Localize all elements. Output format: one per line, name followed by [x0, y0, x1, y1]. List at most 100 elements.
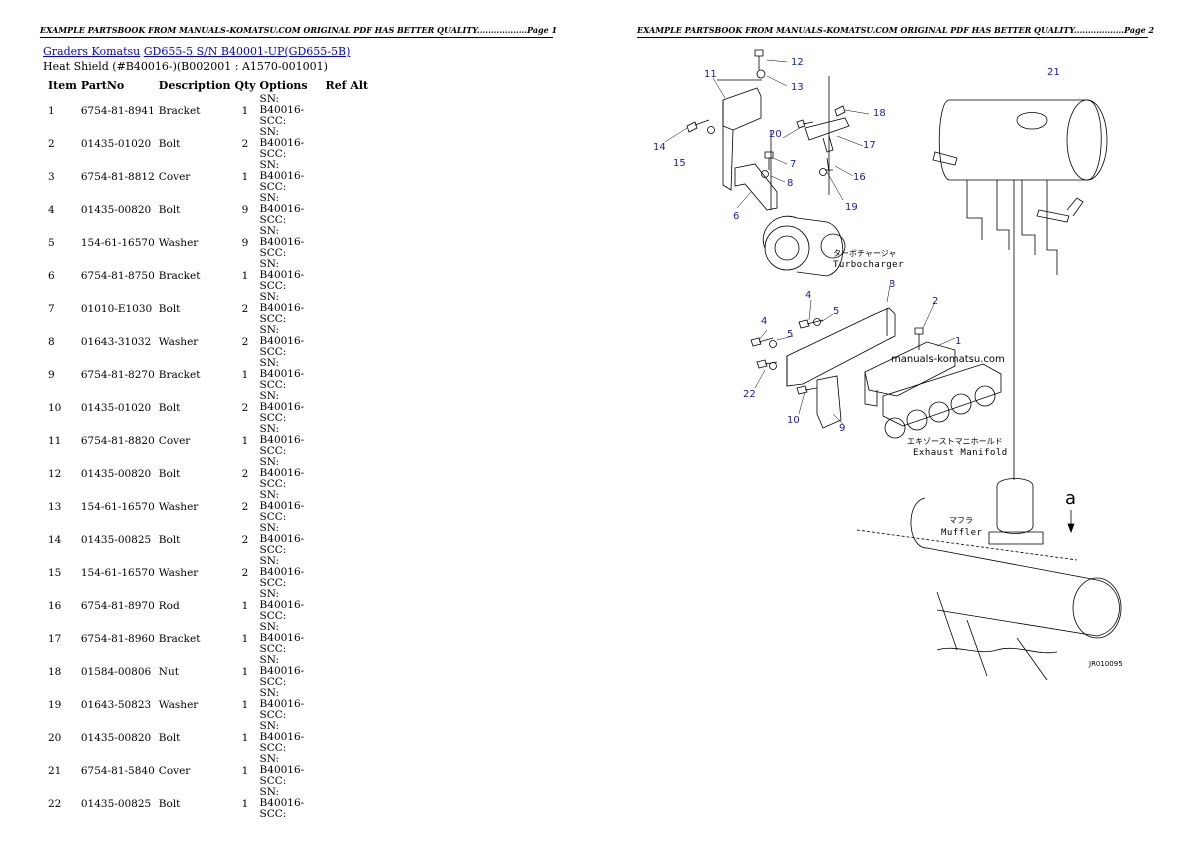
cell-ref-alt: [324, 721, 374, 754]
cell-partno: 6754-81-8941: [80, 104, 155, 117]
muffler-label-en: Muffler: [941, 528, 983, 538]
cell-partno: 01435-01020: [80, 137, 152, 150]
cell-item: 13: [48, 500, 62, 513]
cell-partno: 01643-31032: [80, 335, 152, 348]
cell-ref-alt: [324, 655, 374, 688]
cell-description: Bolt: [158, 797, 181, 810]
cover-21-end: [1066, 99, 1108, 181]
cell-partno: 01643-50823: [80, 698, 152, 711]
parts-table: Item PartNo Description Qty Options Ref …: [43, 76, 374, 820]
cell-item: 20: [48, 731, 62, 744]
breadcrumb-link-graders[interactable]: Graders Komatsu: [43, 45, 141, 58]
cell-qty: 2: [241, 335, 249, 348]
cell-item: 15: [48, 566, 62, 579]
cell-item: 12: [48, 467, 62, 480]
cell-options: SN: B40016-SCC:: [259, 654, 305, 688]
cell-partno: 6754-81-8970: [80, 599, 155, 612]
cell-options: SN: B40016-SCC:: [259, 225, 305, 259]
washer-icons: [707, 69, 827, 370]
cell-qty: 1: [241, 665, 249, 678]
callout-6: 6: [733, 211, 739, 222]
manifold-label-en: Exhaust Manifold: [913, 448, 1008, 458]
cell-qty: 1: [241, 698, 249, 711]
cell-options: SN: B40016-SCC:: [259, 93, 305, 127]
cell-description: Washer: [158, 500, 199, 513]
cell-description: Bracket: [158, 632, 201, 645]
table-header-row: Item PartNo Description Qty Options Ref …: [43, 76, 374, 94]
col-header-ref-alt: Ref Alt: [325, 78, 369, 92]
cell-item: 14: [48, 533, 62, 546]
cell-item: 6: [48, 269, 55, 282]
cell-item: 22: [48, 797, 62, 810]
cell-description: Washer: [158, 335, 199, 348]
callout-2: 2: [932, 296, 938, 307]
cell-description: Bolt: [158, 203, 181, 216]
cell-ref-alt: [324, 490, 374, 523]
cell-qty: 1: [241, 599, 249, 612]
cell-description: Bolt: [158, 533, 181, 546]
cell-ref-alt: [324, 622, 374, 655]
cell-description: Bolt: [158, 401, 181, 414]
cell-options: SN: B40016-SCC:: [259, 192, 305, 226]
cell-options: SN: B40016-SCC:: [259, 324, 305, 358]
bracket-17-shape: [804, 117, 850, 141]
section-title: Heat Shield (#B40016-)(B002001 : A1570-0…: [43, 60, 328, 73]
muffler-end: [1072, 577, 1122, 639]
cell-item: 18: [48, 665, 62, 678]
callout-5a: 5: [833, 306, 839, 317]
cell-partno: 6754-81-8270: [80, 368, 155, 381]
cell-qty: 1: [241, 434, 249, 447]
cell-description: Washer: [158, 236, 199, 249]
cell-ref-alt: [324, 589, 374, 622]
callout-5b: 5: [787, 329, 793, 340]
cell-qty: 2: [241, 533, 249, 546]
cell-options: SN: B40016-SCC:: [259, 390, 305, 424]
cell-options: SN: B40016-SCC:: [259, 456, 305, 490]
cell-partno: 154-61-16570: [80, 236, 155, 249]
cell-ref-alt: [324, 127, 374, 160]
cell-options: SN: B40016-SCC:: [259, 588, 305, 622]
cell-options: SN: B40016-SCC:: [259, 555, 305, 589]
cell-options: SN: B40016-SCC:: [259, 159, 305, 193]
cell-qty: 1: [241, 797, 249, 810]
col-header-item: Item: [48, 78, 77, 92]
arrow-a-label: a: [1065, 488, 1076, 509]
cell-ref-alt: [324, 688, 374, 721]
muffler-label-jp: マフラ: [949, 516, 973, 525]
cell-description: Rod: [158, 599, 180, 612]
callout-1: 1: [955, 336, 961, 347]
cell-partno: 6754-81-8960: [80, 632, 155, 645]
cell-options: SN: B40016-SCC:: [259, 720, 305, 754]
cell-description: Bolt: [158, 302, 181, 315]
callout-18: 18: [873, 108, 886, 119]
col-header-options: Options: [259, 78, 308, 92]
cell-qty: 2: [241, 500, 249, 513]
turbocharger-label-en: Turbocharger: [833, 260, 904, 270]
cell-partno: 01435-00825: [80, 797, 152, 810]
cell-options: SN: B40016-SCC:: [259, 687, 305, 721]
cell-item: 7: [48, 302, 55, 315]
cell-item: 5: [48, 236, 55, 249]
bracket-11-shape: [722, 87, 762, 131]
breadcrumb-link-model[interactable]: GD655-5 S/N B40001-UP(GD655-5B): [143, 45, 351, 58]
callout-14: 14: [653, 142, 666, 153]
cell-description: Nut: [158, 665, 179, 678]
breadcrumb: Graders Komatsu GD655-5 S/N B40001-UP(GD…: [43, 45, 350, 58]
cell-description: Bolt: [158, 467, 181, 480]
cell-item: 3: [48, 170, 55, 183]
cell-qty: 2: [241, 302, 249, 315]
col-header-partno: PartNo: [80, 78, 125, 92]
turbocharger-label-jp: ターボチャージャ: [833, 249, 896, 258]
cell-ref-alt: [324, 787, 374, 820]
callout-22: 22: [743, 389, 756, 400]
cell-ref-alt: [324, 358, 374, 391]
